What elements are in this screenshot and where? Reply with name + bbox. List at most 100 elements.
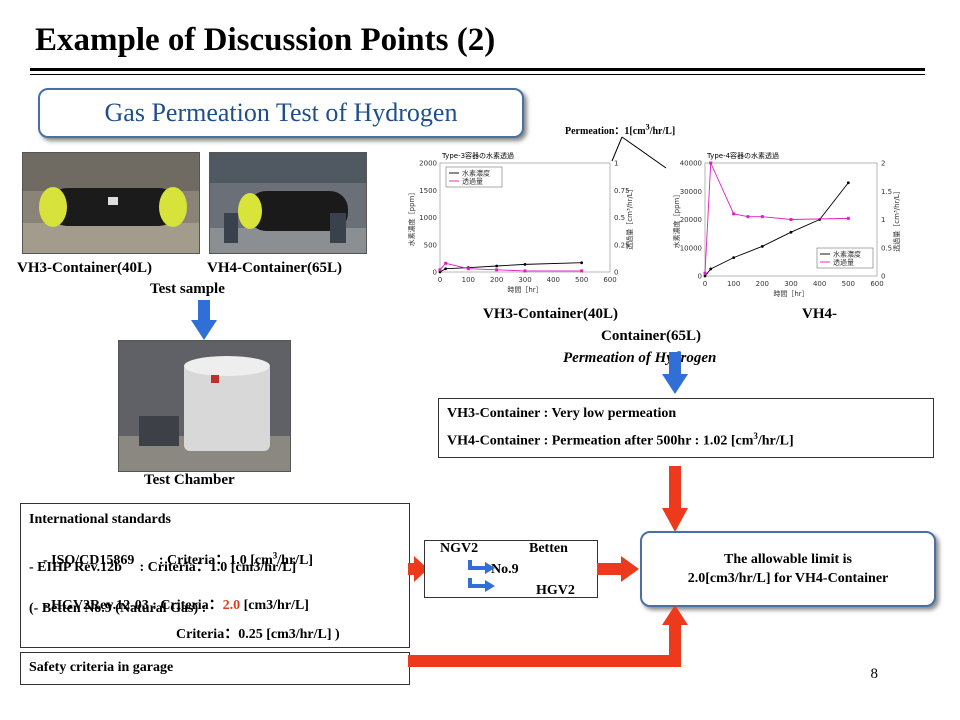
test-sample-caption: Test sample [150,281,225,297]
y-tick-label: 40000 [680,160,702,168]
y2-tick-label: 1 [881,216,885,224]
y2-tick-label: 0.25 [614,241,630,249]
y-tick-label: 10000 [680,244,702,252]
results-line-vh3: VH3-Container : Very low permeation [447,406,677,421]
data-point [580,269,584,273]
y-tick-label: 1500 [419,187,437,195]
y-tick-label: 0 [433,269,437,277]
standard-iso: - ISO/CD15869 : Criteria：1.0 [cm3/hr/L] [43,550,314,568]
vh3-photo-caption: VH3-Container(40L) [17,260,152,276]
x-tick-label: 300 [518,276,531,284]
limit-line-2: 2.0[cm3/hr/L] for VH4-Container [687,571,889,586]
x-tick-label: 200 [490,276,503,284]
down-arrow-icon [662,352,688,394]
data-point [709,267,713,271]
x-tick-label: 400 [547,276,560,284]
x-tick-label: 100 [727,280,740,288]
standards-box: International standards - ISO/CD15869 : … [20,503,410,648]
red-down-arrow-icon [662,466,688,532]
red-right-arrow-icon [597,556,639,582]
y-axis-label: 水素濃度［ppm］ [672,191,681,249]
x-tick-label: 0 [438,276,442,284]
compare-ngv2: NGV2 [440,541,479,556]
x-tick-label: 500 [575,276,588,284]
red-elbow-arrow-icon [408,605,688,667]
test-chamber-photo [118,340,291,472]
safety-criteria-box: Safety criteria in garage [20,652,410,685]
permeation-caption: Permeation of Hydrogen [563,350,717,366]
data-point [495,264,499,268]
data-point [789,218,793,221]
legend-label: 透過量 [462,177,483,186]
data-point [703,271,707,275]
data-point [732,256,736,260]
vh4-container-image [210,153,366,253]
y2-tick-label: 0 [881,273,885,281]
title-underline [30,68,925,71]
chart-title: Type-3容器の水素透過 [441,151,514,160]
standard-hgv2: - HGV2Rev.12-03 : Criteria：2.0 [cm3/hr/L… [43,598,309,613]
comparison-box: NGV2 Betten No.9 HGV2 [424,540,598,598]
legend-label: 水素濃度 [833,250,861,259]
vh4-container-photo [209,152,367,254]
y2-tick-label: 1 [614,160,618,168]
permeation-pointer-lines [611,136,667,169]
subtitle-text: Gas Permeation Test of Hydrogen [104,98,458,127]
data-point [523,262,527,266]
y-tick-label: 500 [424,241,437,249]
x-tick-label: 600 [870,280,883,288]
legend-box [816,247,874,269]
data-point [709,161,713,165]
data-point [846,216,850,220]
standard-betten: (- Betten No.9 (Natural Gas) : [29,601,207,616]
legend-box [445,166,503,188]
standard-eihp: - EIHP Rev.12b : Criteria：1.0 [cm3/hr/L] [29,560,297,575]
x-tick-label: 200 [756,280,769,288]
legend-label: 水素濃度 [462,169,490,178]
vh4-chart-caption-b: Container(65L) [601,328,701,344]
data-point [760,244,764,248]
data-point [789,230,793,234]
x-tick-label: 0 [703,280,707,288]
data-point [732,212,736,216]
standards-heading: International standards [29,512,171,527]
y2-tick-label: 1.5 [881,188,892,196]
data-point [703,274,707,278]
x-tick-label: 400 [813,280,826,288]
data-point [495,268,499,272]
limit-line-1: The allowable limit is [724,552,852,567]
vh3-container-photo [22,152,200,254]
safety-criteria-text: Safety criteria in garage [29,660,174,675]
data-point [746,215,750,219]
data-point [438,268,442,272]
comparison-arrow-icon [468,560,495,592]
y-tick-label: 1000 [419,214,437,222]
vh4-chart-caption-a: VH4- [802,306,837,322]
y-tick-label: 30000 [680,188,702,196]
data-point [523,269,527,273]
x-tick-label: 500 [842,280,855,288]
x-tick-label: 600 [603,276,616,284]
results-box: VH3-Container : Very low permeation VH4-… [438,398,934,458]
down-arrow-icon [191,300,217,340]
x-axis-label: 時間［hr］ [507,286,542,294]
test-chamber-image [119,341,290,471]
red-right-arrow-icon [408,556,428,582]
vh3-chart-caption: VH3-Container(40L) [483,306,618,322]
data-point [580,261,584,265]
y-tick-label: 0 [698,273,702,281]
page-number: 8 [870,666,879,682]
data-point [466,267,470,271]
y2-tick-label: 0 [614,269,618,277]
standard-betten-criteria: Criteria：0.25 [cm3/hr/L] ) [176,627,340,642]
chart-title: Type-4容器の水素透過 [706,151,779,160]
compare-no9: No.9 [491,562,519,577]
permeation-note: Permeation：1[cm3/hr/L] [565,122,676,137]
y-tick-label: 20000 [680,216,702,224]
y2-tick-label: 0.75 [614,187,630,195]
test-chamber-caption: Test Chamber [144,472,235,488]
data-point [760,215,764,219]
y-axis-label: 水素濃度［ppm］ [407,189,416,247]
